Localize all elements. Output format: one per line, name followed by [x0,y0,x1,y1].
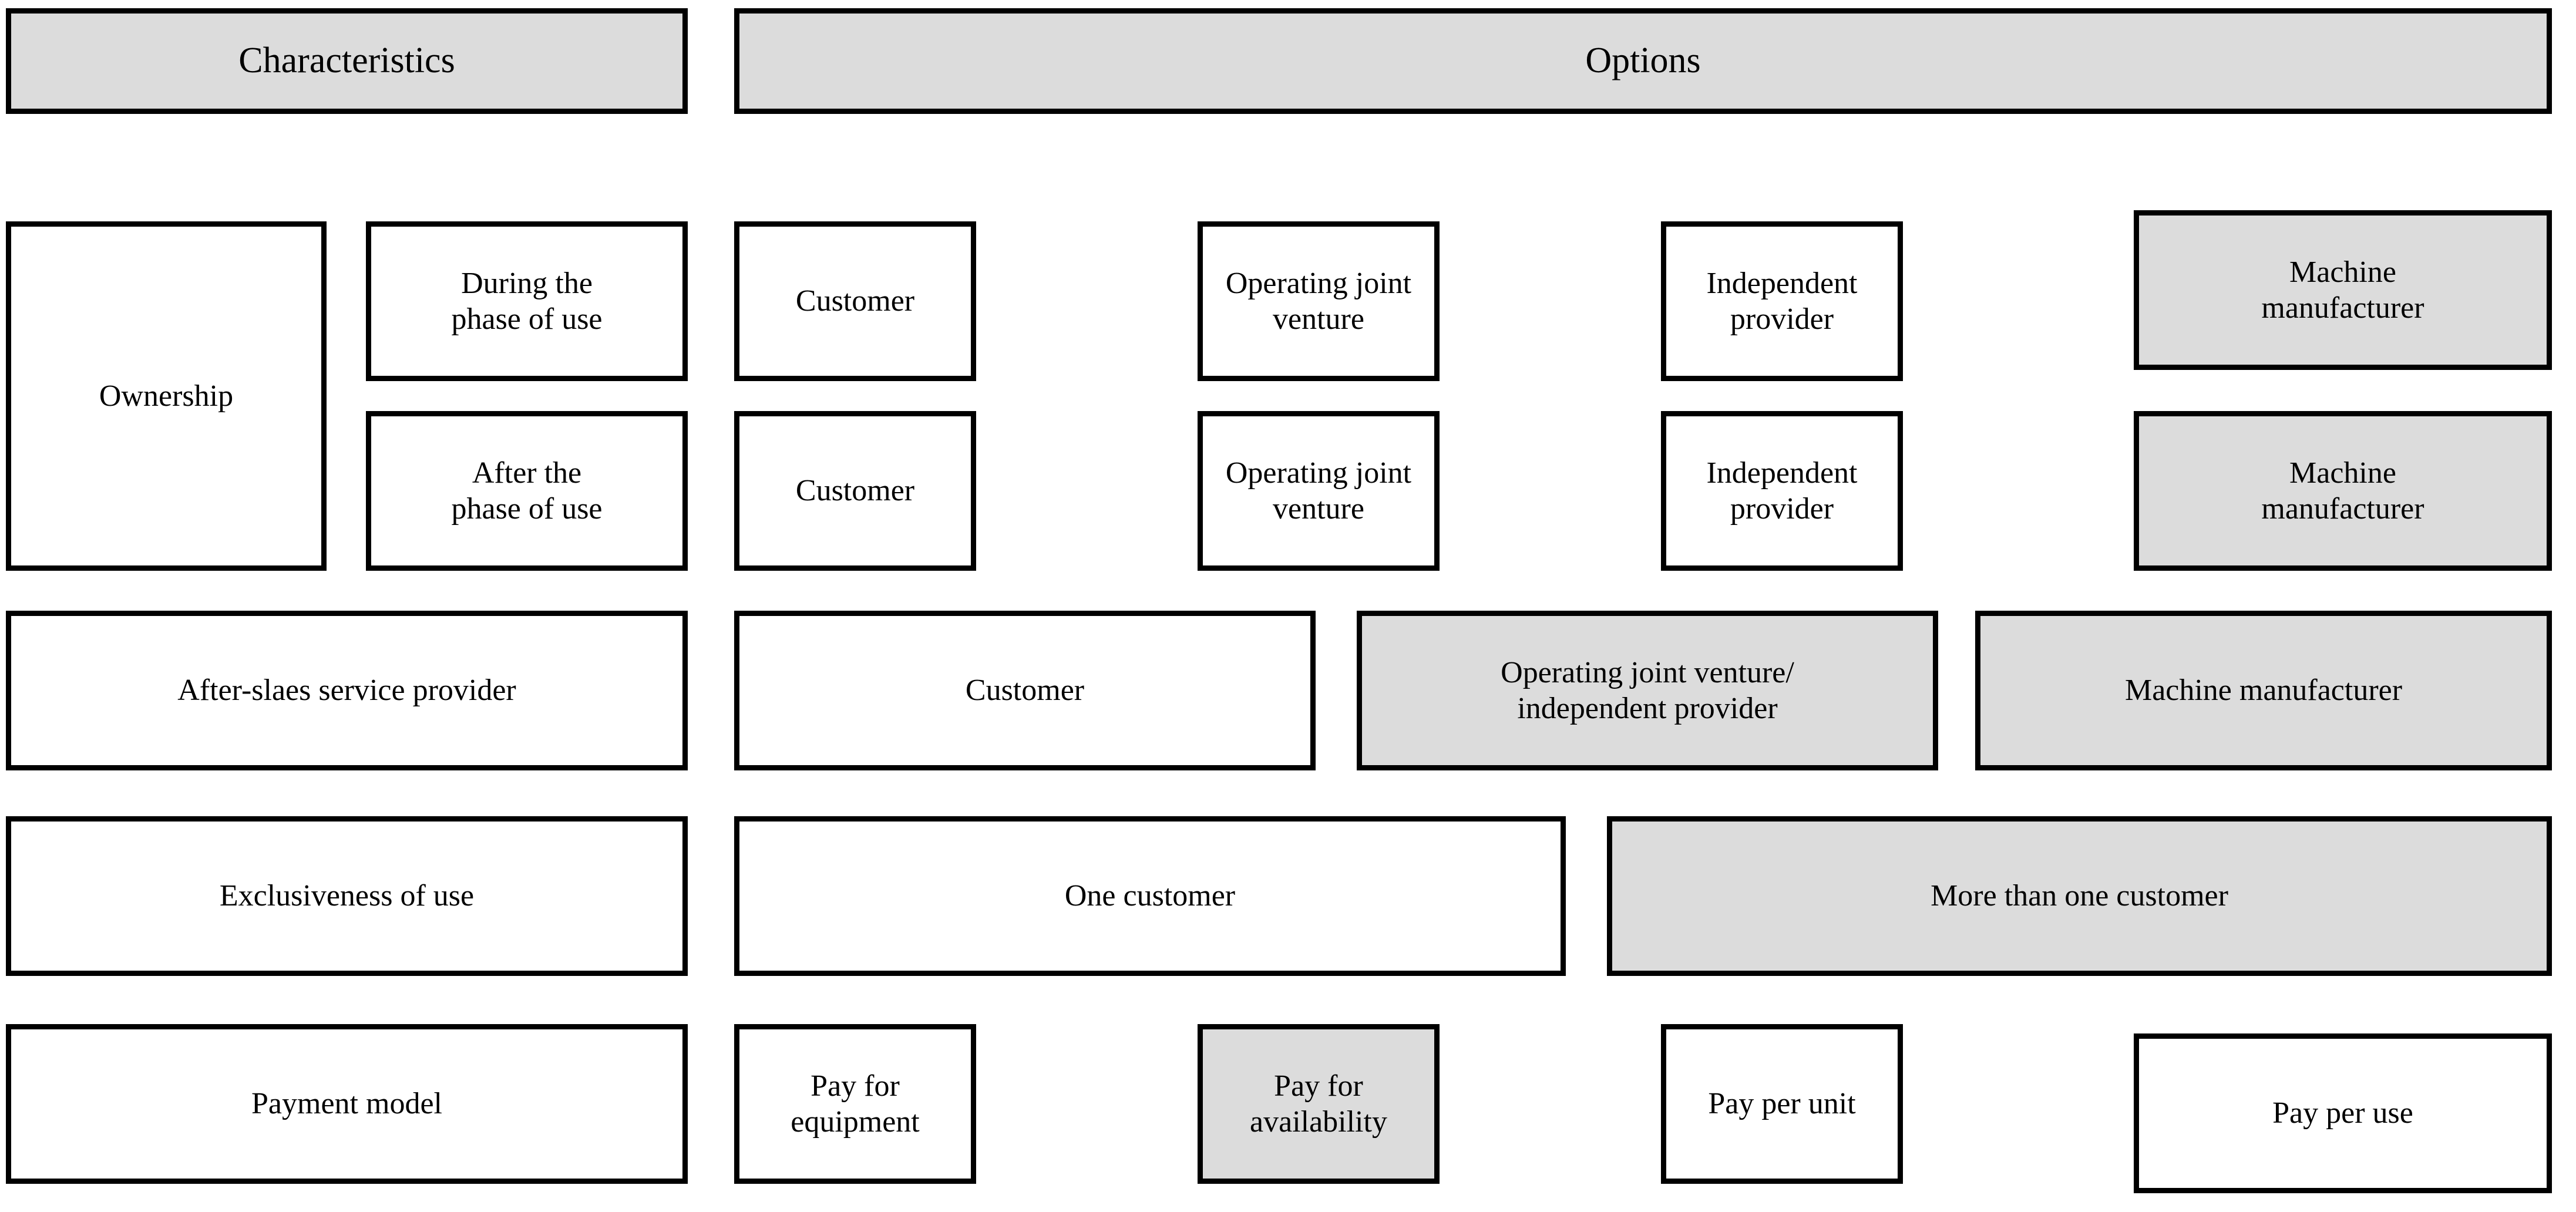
row-label-payment-model-text: Payment model [251,1087,442,1121]
option-ownership-during-customer-label: Customer [795,284,915,318]
option-exclusiveness-one-customer[interactable]: One customer [734,816,1566,976]
header-options-label: Options [1585,41,1701,81]
sublabel-ownership-during-phase-of-use: During the phase of use [366,221,688,381]
option-after-sales-customer[interactable]: Customer [734,611,1316,770]
option-ownership-after-operating-joint-venture[interactable]: Operating joint venture [1198,411,1440,571]
option-ownership-after-operating-joint-venture-label: Operating joint venture [1225,456,1412,526]
option-ownership-after-independent-provider-label: Independent provider [1706,456,1858,526]
option-ownership-during-independent-provider-label: Independent provider [1706,266,1858,336]
sublabel-ownership-after-phase-of-use: After the phase of use [366,411,688,571]
option-ownership-during-independent-provider[interactable]: Independent provider [1661,221,1903,381]
sublabel-ownership-during-phase-of-use-text: During the phase of use [451,266,603,336]
row-label-after-sales-service-provider: After-slaes service provider [6,611,688,770]
option-after-sales-customer-label: Customer [965,674,1085,708]
option-ownership-during-customer[interactable]: Customer [734,221,976,381]
option-after-sales-operating-joint-venture-independent-provider[interactable]: Operating joint venture/ independent pro… [1357,611,1938,770]
option-after-sales-machine-manufacturer-label: Machine manufacturer [2124,674,2403,708]
option-ownership-during-machine-manufacturer[interactable]: Machine manufacturer [2134,210,2552,370]
header-characteristics-label: Characteristics [238,41,455,81]
option-payment-pay-for-availability[interactable]: Pay for availability [1198,1024,1440,1184]
option-payment-pay-per-use-label: Pay per use [2272,1096,2413,1130]
option-ownership-after-machine-manufacturer-label: Machine manufacturer [2261,456,2424,526]
option-exclusiveness-one-customer-label: One customer [1064,879,1236,913]
option-ownership-during-operating-joint-venture[interactable]: Operating joint venture [1198,221,1440,381]
option-payment-pay-for-equipment[interactable]: Pay for equipment [734,1024,976,1184]
header-options: Options [734,8,2552,114]
row-label-payment-model: Payment model [6,1024,688,1184]
option-payment-pay-for-availability-label: Pay for availability [1250,1069,1387,1139]
option-ownership-after-machine-manufacturer[interactable]: Machine manufacturer [2134,411,2552,571]
option-after-sales-machine-manufacturer[interactable]: Machine manufacturer [1975,611,2552,770]
option-ownership-during-machine-manufacturer-label: Machine manufacturer [2261,255,2424,325]
option-payment-pay-per-use[interactable]: Pay per use [2134,1033,2552,1193]
option-payment-pay-per-unit-label: Pay per unit [1708,1087,1856,1121]
header-characteristics: Characteristics [6,8,688,114]
row-label-exclusiveness-of-use-text: Exclusiveness of use [219,879,475,913]
option-ownership-after-independent-provider[interactable]: Independent provider [1661,411,1903,571]
row-label-after-sales-service-provider-text: After-slaes service provider [177,674,516,708]
row-label-ownership-text: Ownership [99,379,234,413]
option-ownership-after-customer-label: Customer [795,474,915,508]
option-exclusiveness-more-than-one-customer[interactable]: More than one customer [1607,816,2552,976]
option-ownership-during-operating-joint-venture-label: Operating joint venture [1225,266,1412,336]
option-payment-pay-for-equipment-label: Pay for equipment [791,1069,920,1139]
row-label-ownership: Ownership [6,221,327,571]
row-label-exclusiveness-of-use: Exclusiveness of use [6,816,688,976]
option-payment-pay-per-unit[interactable]: Pay per unit [1661,1024,1903,1184]
option-ownership-after-customer[interactable]: Customer [734,411,976,571]
option-exclusiveness-more-than-one-customer-label: More than one customer [1931,879,2228,913]
sublabel-ownership-after-phase-of-use-text: After the phase of use [451,456,603,526]
option-after-sales-operating-joint-venture-independent-provider-label: Operating joint venture/ independent pro… [1501,655,1794,725]
